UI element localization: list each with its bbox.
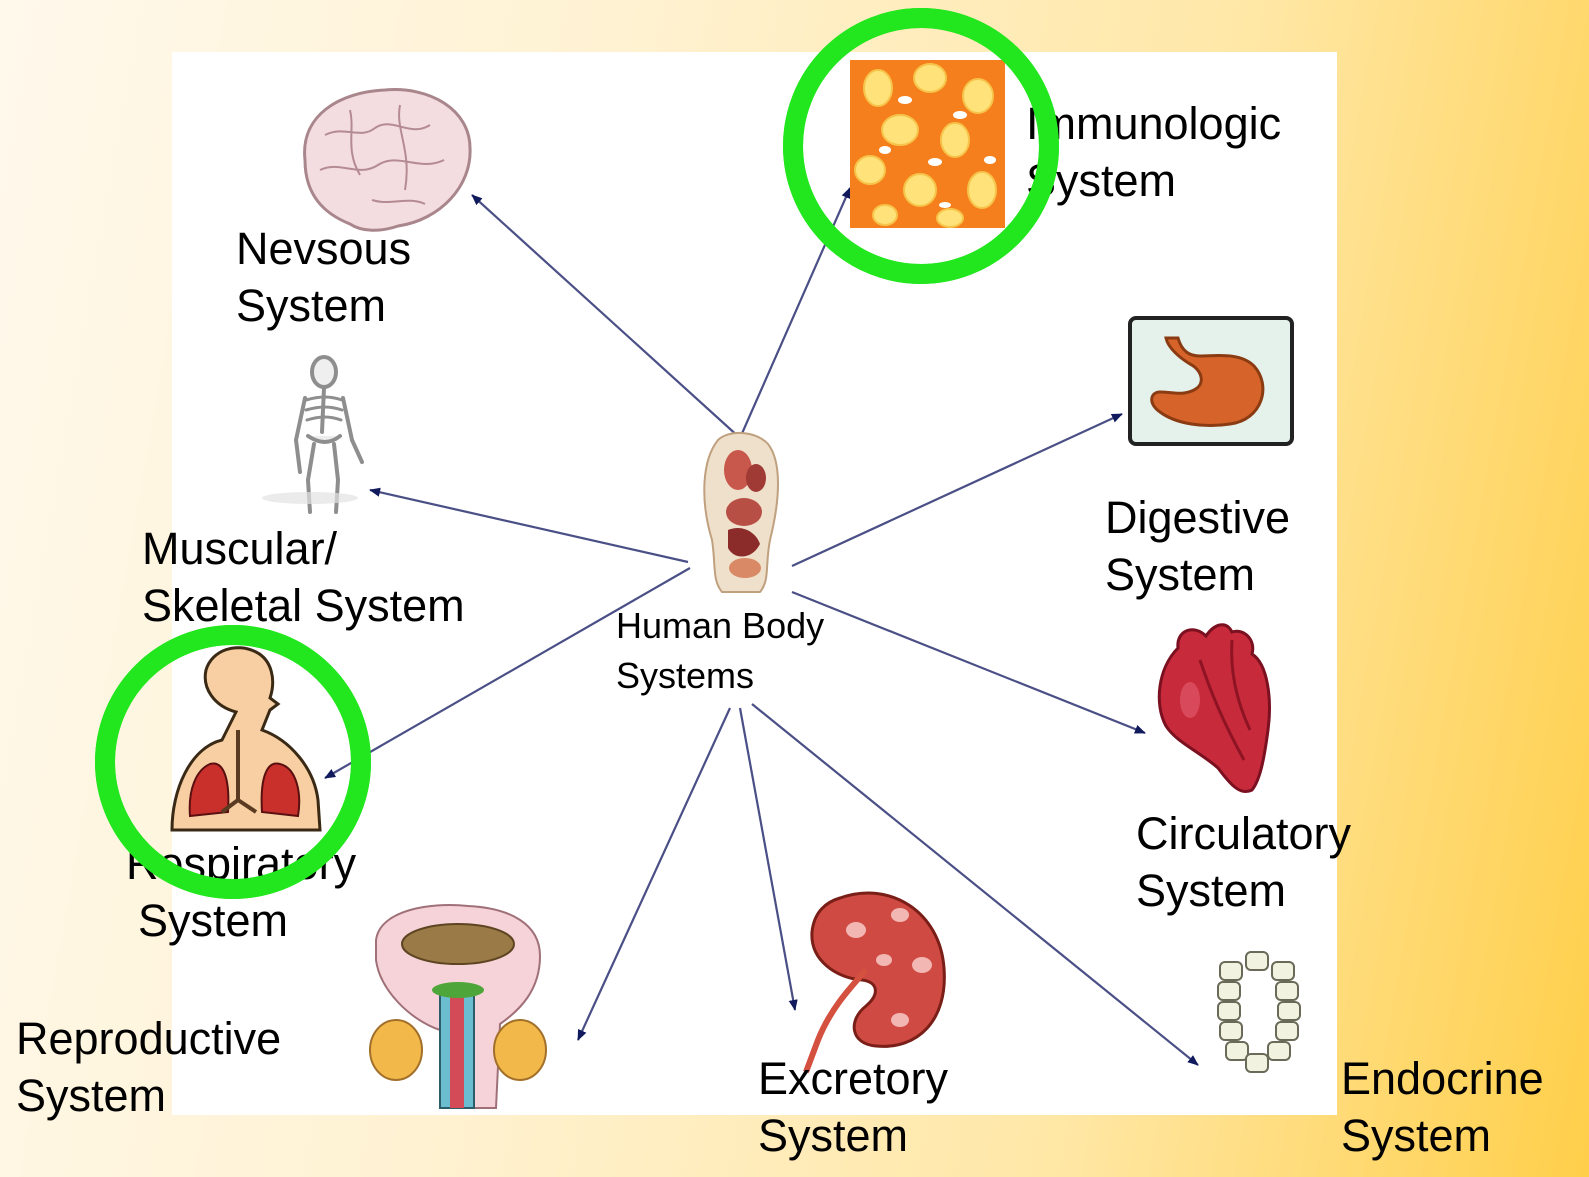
center-label-line1: Human Body	[616, 601, 824, 651]
label-circulatory-system: Circulatory System	[1136, 805, 1351, 919]
human-torso-icon	[704, 433, 778, 592]
label-endocrine-system: Endocrine System	[1341, 1050, 1544, 1164]
center-label: Human Body Systems	[616, 601, 824, 701]
label-nervous-system: Nevsous System	[236, 220, 411, 334]
center-label-line2: Systems	[616, 651, 824, 701]
label-immunologic-system: Immunologic System	[1026, 95, 1281, 209]
label-respiratory-system: Respiratory System	[126, 835, 356, 949]
stomach-icon	[1130, 318, 1292, 444]
label-digestive-system: Digestive System	[1105, 489, 1290, 603]
cells-tissue-icon	[850, 60, 1005, 228]
label-reproductive-system: Reproductive System	[16, 1010, 281, 1124]
label-muscular-skeletal-system: Muscular/ Skeletal System	[142, 520, 465, 634]
label-excretory-system: Excretory System	[758, 1050, 948, 1164]
